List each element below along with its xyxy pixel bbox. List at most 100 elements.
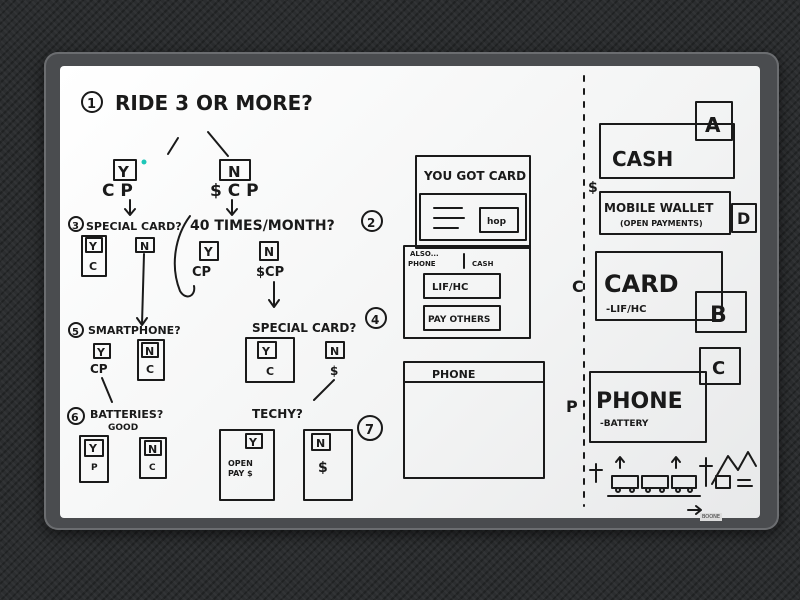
mobile-wallet-label: MOBILE WALLET xyxy=(604,201,714,215)
card-option-box xyxy=(595,251,723,321)
lif-button xyxy=(423,273,501,299)
step3-yes-box xyxy=(81,235,107,277)
whiteboard-drawing: 1 RIDE 3 OR MORE? Y C P N $ C P 3 SPECIA… xyxy=(67,75,757,515)
step3-no-box xyxy=(135,237,155,253)
step4-question: SPECIAL CARD? xyxy=(252,321,356,335)
cash-marker: $ xyxy=(588,180,598,196)
step7-no-box xyxy=(303,429,353,501)
phone-screen-title: PHONE xyxy=(432,368,475,381)
curved-connector xyxy=(173,215,196,298)
step7-number-circle xyxy=(357,415,383,441)
also-phone: PHONE xyxy=(408,260,436,268)
arrow-head xyxy=(695,505,702,515)
step6-yes-outcome: P xyxy=(91,463,98,473)
phone-option-label: PHONE xyxy=(596,389,683,414)
mobile-wallet-box xyxy=(599,191,731,235)
card-option-label: CARD xyxy=(604,270,679,298)
cash-option-label: CASH xyxy=(612,147,673,171)
step2-no-outcome: $CP xyxy=(256,265,284,280)
step4-no-outcome: $ xyxy=(330,364,338,378)
step2-no: N xyxy=(264,245,274,259)
step7-question: TECHY? xyxy=(252,407,303,421)
arrow-head xyxy=(226,208,238,216)
also-cash: CASH xyxy=(472,260,494,268)
phone-tag-box xyxy=(699,347,741,385)
card-tag: B xyxy=(710,303,727,328)
step6-no-box xyxy=(139,437,167,479)
phone-screen-mockup xyxy=(403,361,545,479)
step4-number-circle xyxy=(365,307,387,329)
phone-option-sub: -BATTERY xyxy=(600,419,649,429)
step3-yes-outcome: C xyxy=(89,260,97,273)
step5-yes-outcome: CP xyxy=(90,362,108,376)
step3-question: SPECIAL CARD? xyxy=(86,220,182,233)
phone-tag: C xyxy=(712,358,725,379)
hop-logo-text: hop xyxy=(487,217,507,227)
step6-no-inner xyxy=(144,440,162,456)
step1-number: 1 xyxy=(87,97,96,112)
step7-yes-outcome-2: PAY $ xyxy=(228,469,253,478)
step7-yes: Y xyxy=(248,436,258,449)
step5-number-circle xyxy=(68,322,84,338)
step2-no-box xyxy=(259,241,279,261)
hop-logo xyxy=(479,207,519,233)
step5-question: SMARTPHONE? xyxy=(88,324,181,337)
also-panel xyxy=(403,245,531,339)
mobile-wallet-tag: D xyxy=(737,209,750,228)
card-screen-title: YOU GOT CARD xyxy=(423,169,526,183)
lif-button-label: LIF/HC xyxy=(432,282,468,293)
step6-yes: Y xyxy=(88,442,98,455)
step3-number-circle xyxy=(68,216,84,232)
step6-no: N xyxy=(148,443,157,456)
step4-no: N xyxy=(330,345,339,358)
step3-number: 3 xyxy=(72,221,79,232)
arrow-head xyxy=(268,299,280,308)
cash-tag: A xyxy=(705,113,721,137)
phone-option-box xyxy=(589,371,707,443)
card-graphic xyxy=(419,193,527,241)
mountain-icon xyxy=(711,451,757,489)
step7-no-outcome: $ xyxy=(318,460,328,476)
step4-yes-inner xyxy=(257,341,277,359)
step4-yes-box xyxy=(245,337,295,383)
cash-tag-box xyxy=(695,101,733,141)
step4-number: 4 xyxy=(371,313,379,327)
arrow-head xyxy=(124,208,136,216)
step3-yes: Y xyxy=(88,240,98,253)
mobile-wallet-sub: (OPEN PAYMENTS) xyxy=(620,219,703,228)
train-icon xyxy=(607,456,701,497)
step7-no: N xyxy=(316,437,325,450)
yes-outcome-1: C P xyxy=(102,181,133,201)
step2-number: 2 xyxy=(367,216,375,230)
card-option-sub: -LIF/HC xyxy=(606,304,646,315)
step5-yes: Y xyxy=(96,346,106,359)
no-outcome-1: $ C P xyxy=(210,181,259,201)
step6-subtext: GOOD xyxy=(108,423,138,433)
step2-question: 40 TIMES/MONTH? xyxy=(190,218,335,234)
phone-marker: P xyxy=(566,397,578,416)
arrow-step4-no xyxy=(313,379,335,401)
no-label-1: N xyxy=(228,163,241,181)
card-marker: C xyxy=(572,277,584,296)
step6-yes-inner xyxy=(84,439,104,457)
pay-others-button xyxy=(423,305,501,331)
cash-option-box xyxy=(599,123,735,179)
card-screen-mockup xyxy=(415,155,531,249)
step5-no-outcome: C xyxy=(146,363,154,376)
whiteboard-brand-label: BOONE xyxy=(700,513,722,521)
step6-number: 6 xyxy=(71,411,79,424)
step5-no-box xyxy=(137,339,165,381)
step7-yes-outcome-1: OPEN xyxy=(228,459,253,468)
step5-yes-box xyxy=(93,343,111,359)
step7-no-inner xyxy=(311,433,331,451)
step3-yes-inner xyxy=(85,237,103,253)
also-label: ALSO... xyxy=(410,250,439,258)
teal-dot xyxy=(141,159,147,165)
arrow-step3-no xyxy=(141,253,145,325)
step1-number-circle xyxy=(81,91,103,113)
step7-number: 7 xyxy=(365,423,374,438)
step2-number-circle xyxy=(361,210,383,232)
step1-question: RIDE 3 OR MORE? xyxy=(115,91,313,115)
step4-yes: Y xyxy=(261,345,271,358)
card-tag-box xyxy=(695,291,747,333)
